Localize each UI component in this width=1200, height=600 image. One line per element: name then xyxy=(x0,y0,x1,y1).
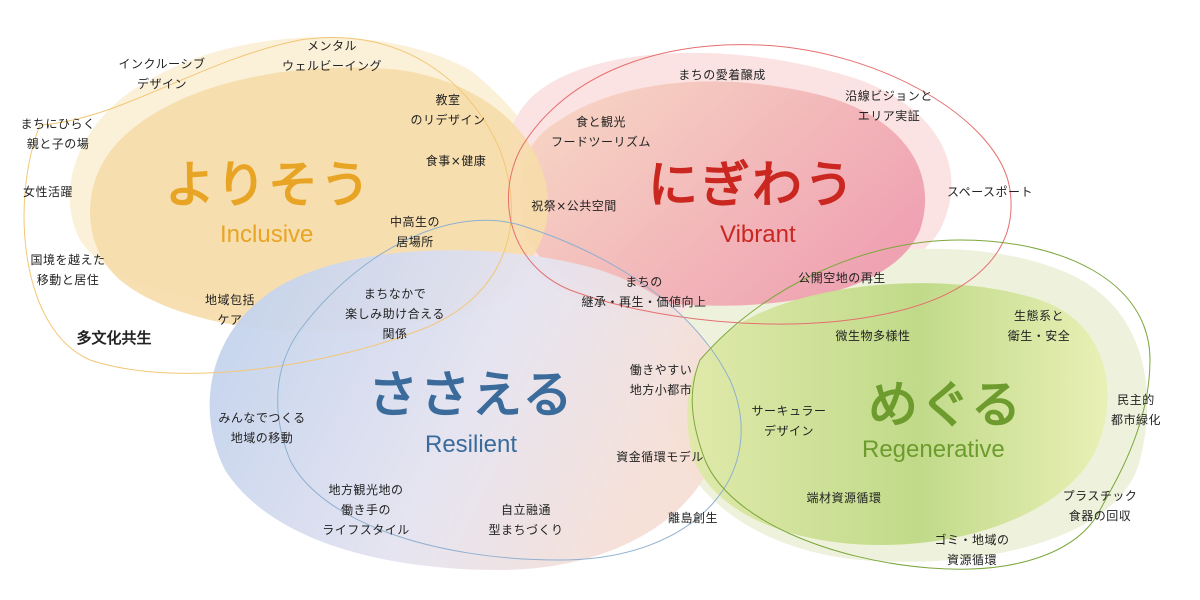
keyword-label: 地方観光地の 働き手の ライフスタイル xyxy=(322,483,410,537)
keyword-label: 教室 のリデザイン xyxy=(410,93,486,127)
inclusive-outline xyxy=(23,37,512,374)
keyword-label: まちにひらく 親と子の場 xyxy=(20,117,96,151)
keyword-label: 働きやすい 地方小都市 xyxy=(629,363,693,397)
regenerative-outline xyxy=(691,239,1151,570)
keyword-label: 微生物多様性 xyxy=(835,329,911,343)
keyword-label: サーキュラー デザイン xyxy=(751,404,827,438)
theme-subtitle-vibrant: Vibrant xyxy=(720,221,796,248)
resilient-blob xyxy=(209,250,725,570)
keyword-label: 多文化共生 xyxy=(76,329,152,347)
theme-subtitle-inclusive: Inclusive xyxy=(220,221,314,248)
keyword-label: 女性活躍 xyxy=(22,185,74,199)
theme-subtitle-regenerative: Regenerative xyxy=(862,436,1005,463)
vibrant-outline xyxy=(507,44,1012,325)
keyword-label: みんなでつくる 地域の移動 xyxy=(218,411,306,445)
theme-title-vibrant: にぎわう xyxy=(648,156,856,214)
keyword-label: 生態系と 衛生・安全 xyxy=(1007,309,1071,343)
keyword-label: 祝祭×公共空間 xyxy=(531,199,617,213)
regenerative-blob xyxy=(687,283,1108,545)
keyword-label: プラスチック 食器の回収 xyxy=(1062,489,1138,523)
vibrant-blob xyxy=(520,81,926,306)
resilient-outline xyxy=(277,219,742,561)
keyword-label: 端材資源循環 xyxy=(806,491,882,505)
theme-title-inclusive: よりそう xyxy=(165,156,372,214)
theme-title-resilient: ささえる xyxy=(368,366,575,424)
keyword-label: 国境を越えた 移動と居住 xyxy=(30,253,106,287)
keyword-label: 自立融通 型まちづくり xyxy=(488,503,564,537)
keyword-label: 食と観光 フードツーリズム xyxy=(550,115,652,149)
theme-subtitle-resilient: Resilient xyxy=(425,431,518,458)
keyword-label: 食事×健康 xyxy=(425,154,487,168)
keyword-label: 民主的 都市緑化 xyxy=(1110,393,1162,427)
keyword-label: 地域包括 ケア xyxy=(204,293,256,327)
keyword-label: まちの愛着醸成 xyxy=(678,68,766,82)
keyword-label: メンタル ウェルビーイング xyxy=(281,39,383,73)
keyword-label: まちの 継承・再生・価値向上 xyxy=(581,275,707,309)
keyword-label: まちなかで 楽しみ助け合える 関係 xyxy=(345,287,445,341)
keyword-label: 中高生の 居場所 xyxy=(389,215,441,249)
keyword-label: 資金循環モデル xyxy=(616,450,704,464)
keyword-label: ゴミ・地域の 資源循環 xyxy=(934,533,1010,567)
theme-title-regenerative: めぐる xyxy=(868,376,1023,434)
keyword-label: 離島創生 xyxy=(667,511,719,525)
keyword-label: 公開空地の再生 xyxy=(798,271,886,285)
keyword-label: スペースポート xyxy=(946,185,1034,199)
keyword-label: 沿線ビジョンと エリア実証 xyxy=(845,89,933,123)
keyword-label: インクルーシブ デザイン xyxy=(118,57,206,91)
